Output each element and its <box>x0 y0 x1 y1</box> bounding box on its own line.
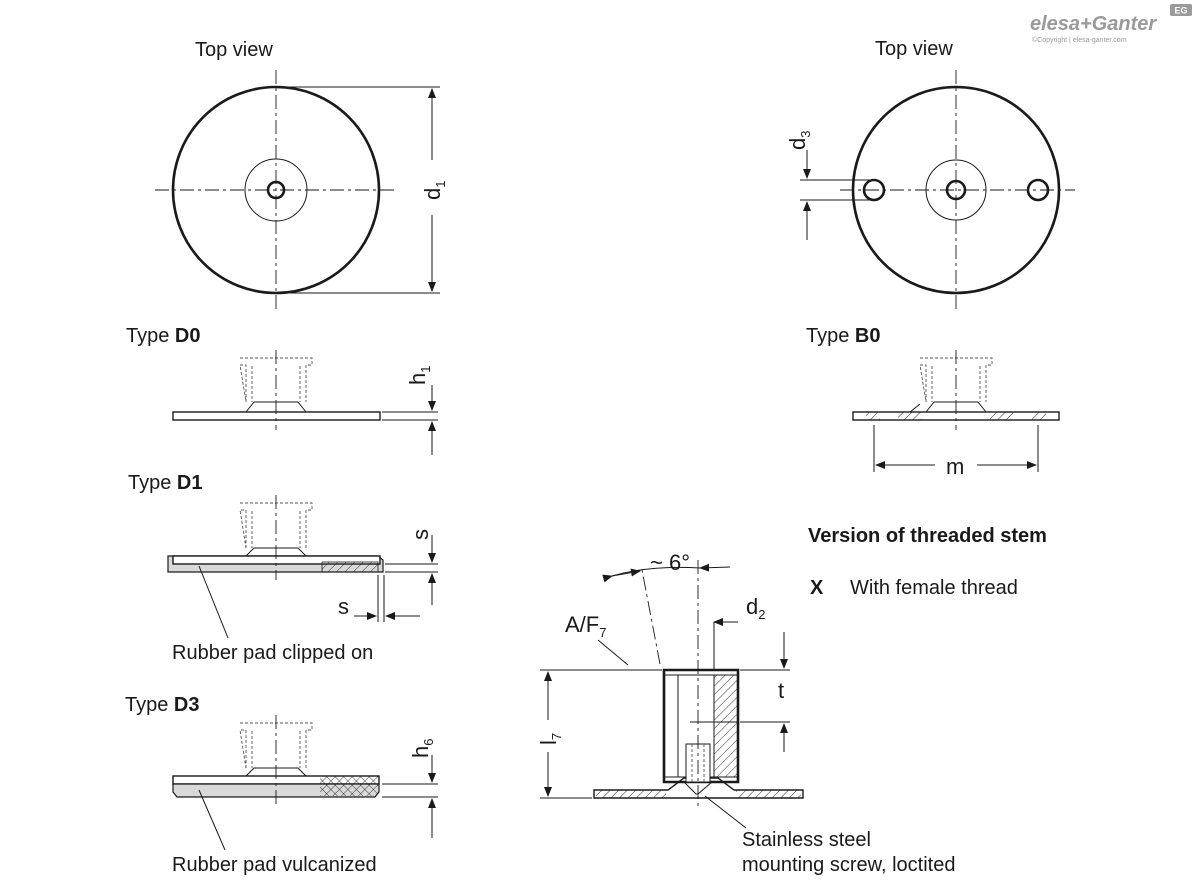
dim-h1: h1 <box>405 366 433 385</box>
logo-text: elesa+Ganter <box>1030 13 1157 35</box>
stem-detail-view <box>540 560 804 829</box>
type-b0-side-view <box>852 350 1060 472</box>
type-d0-label: Type D0 <box>126 325 201 347</box>
brand-badge <box>1170 4 1192 16</box>
note-screw-line2: mounting screw, loctited <box>742 854 955 876</box>
dim-s-vertical: s <box>408 529 433 540</box>
type-d0-side-view <box>172 350 438 455</box>
dim-s-horizontal: s <box>338 594 349 619</box>
note-rubber-clipped: Rubber pad clipped on <box>172 642 373 664</box>
dim-d1: d1 <box>420 181 448 200</box>
brand-badge-text: EG <box>1174 6 1187 16</box>
note-rubber-vulcanized: Rubber pad vulcanized <box>172 854 377 876</box>
type-d3-side-view <box>172 715 438 851</box>
dim-t: t <box>778 678 784 703</box>
dim-angle: ~ 6° <box>650 550 690 575</box>
top-view-left <box>155 70 440 310</box>
type-d1-label: Type D1 <box>128 472 203 494</box>
stem-version-description: With female thread <box>850 577 1018 599</box>
dim-l7: l7 <box>536 733 564 745</box>
top-view-right <box>800 70 1075 310</box>
dim-af: A/F7 <box>565 612 606 640</box>
stem-version-title: Version of threaded stem <box>808 525 1047 547</box>
dim-m: m <box>946 454 964 479</box>
dim-d3: d3 <box>785 131 813 150</box>
type-b0-label: Type B0 <box>806 325 881 347</box>
brand-logo: elesa+Ganter ©Copyright | elesa-ganter.c… <box>1030 4 1192 44</box>
dim-d2: d2 <box>746 594 765 622</box>
dim-h6: h6 <box>408 739 436 758</box>
top-view-left-title: Top view <box>195 39 273 61</box>
note-screw-line1: Stainless steel <box>742 829 871 851</box>
stem-version-code: X <box>810 577 824 599</box>
top-view-right-title: Top view <box>875 38 953 60</box>
copyright-text: ©Copyright | elesa-ganter.com <box>1032 36 1127 44</box>
type-d3-label: Type D3 <box>125 694 200 716</box>
type-d1-side-view <box>167 495 438 639</box>
